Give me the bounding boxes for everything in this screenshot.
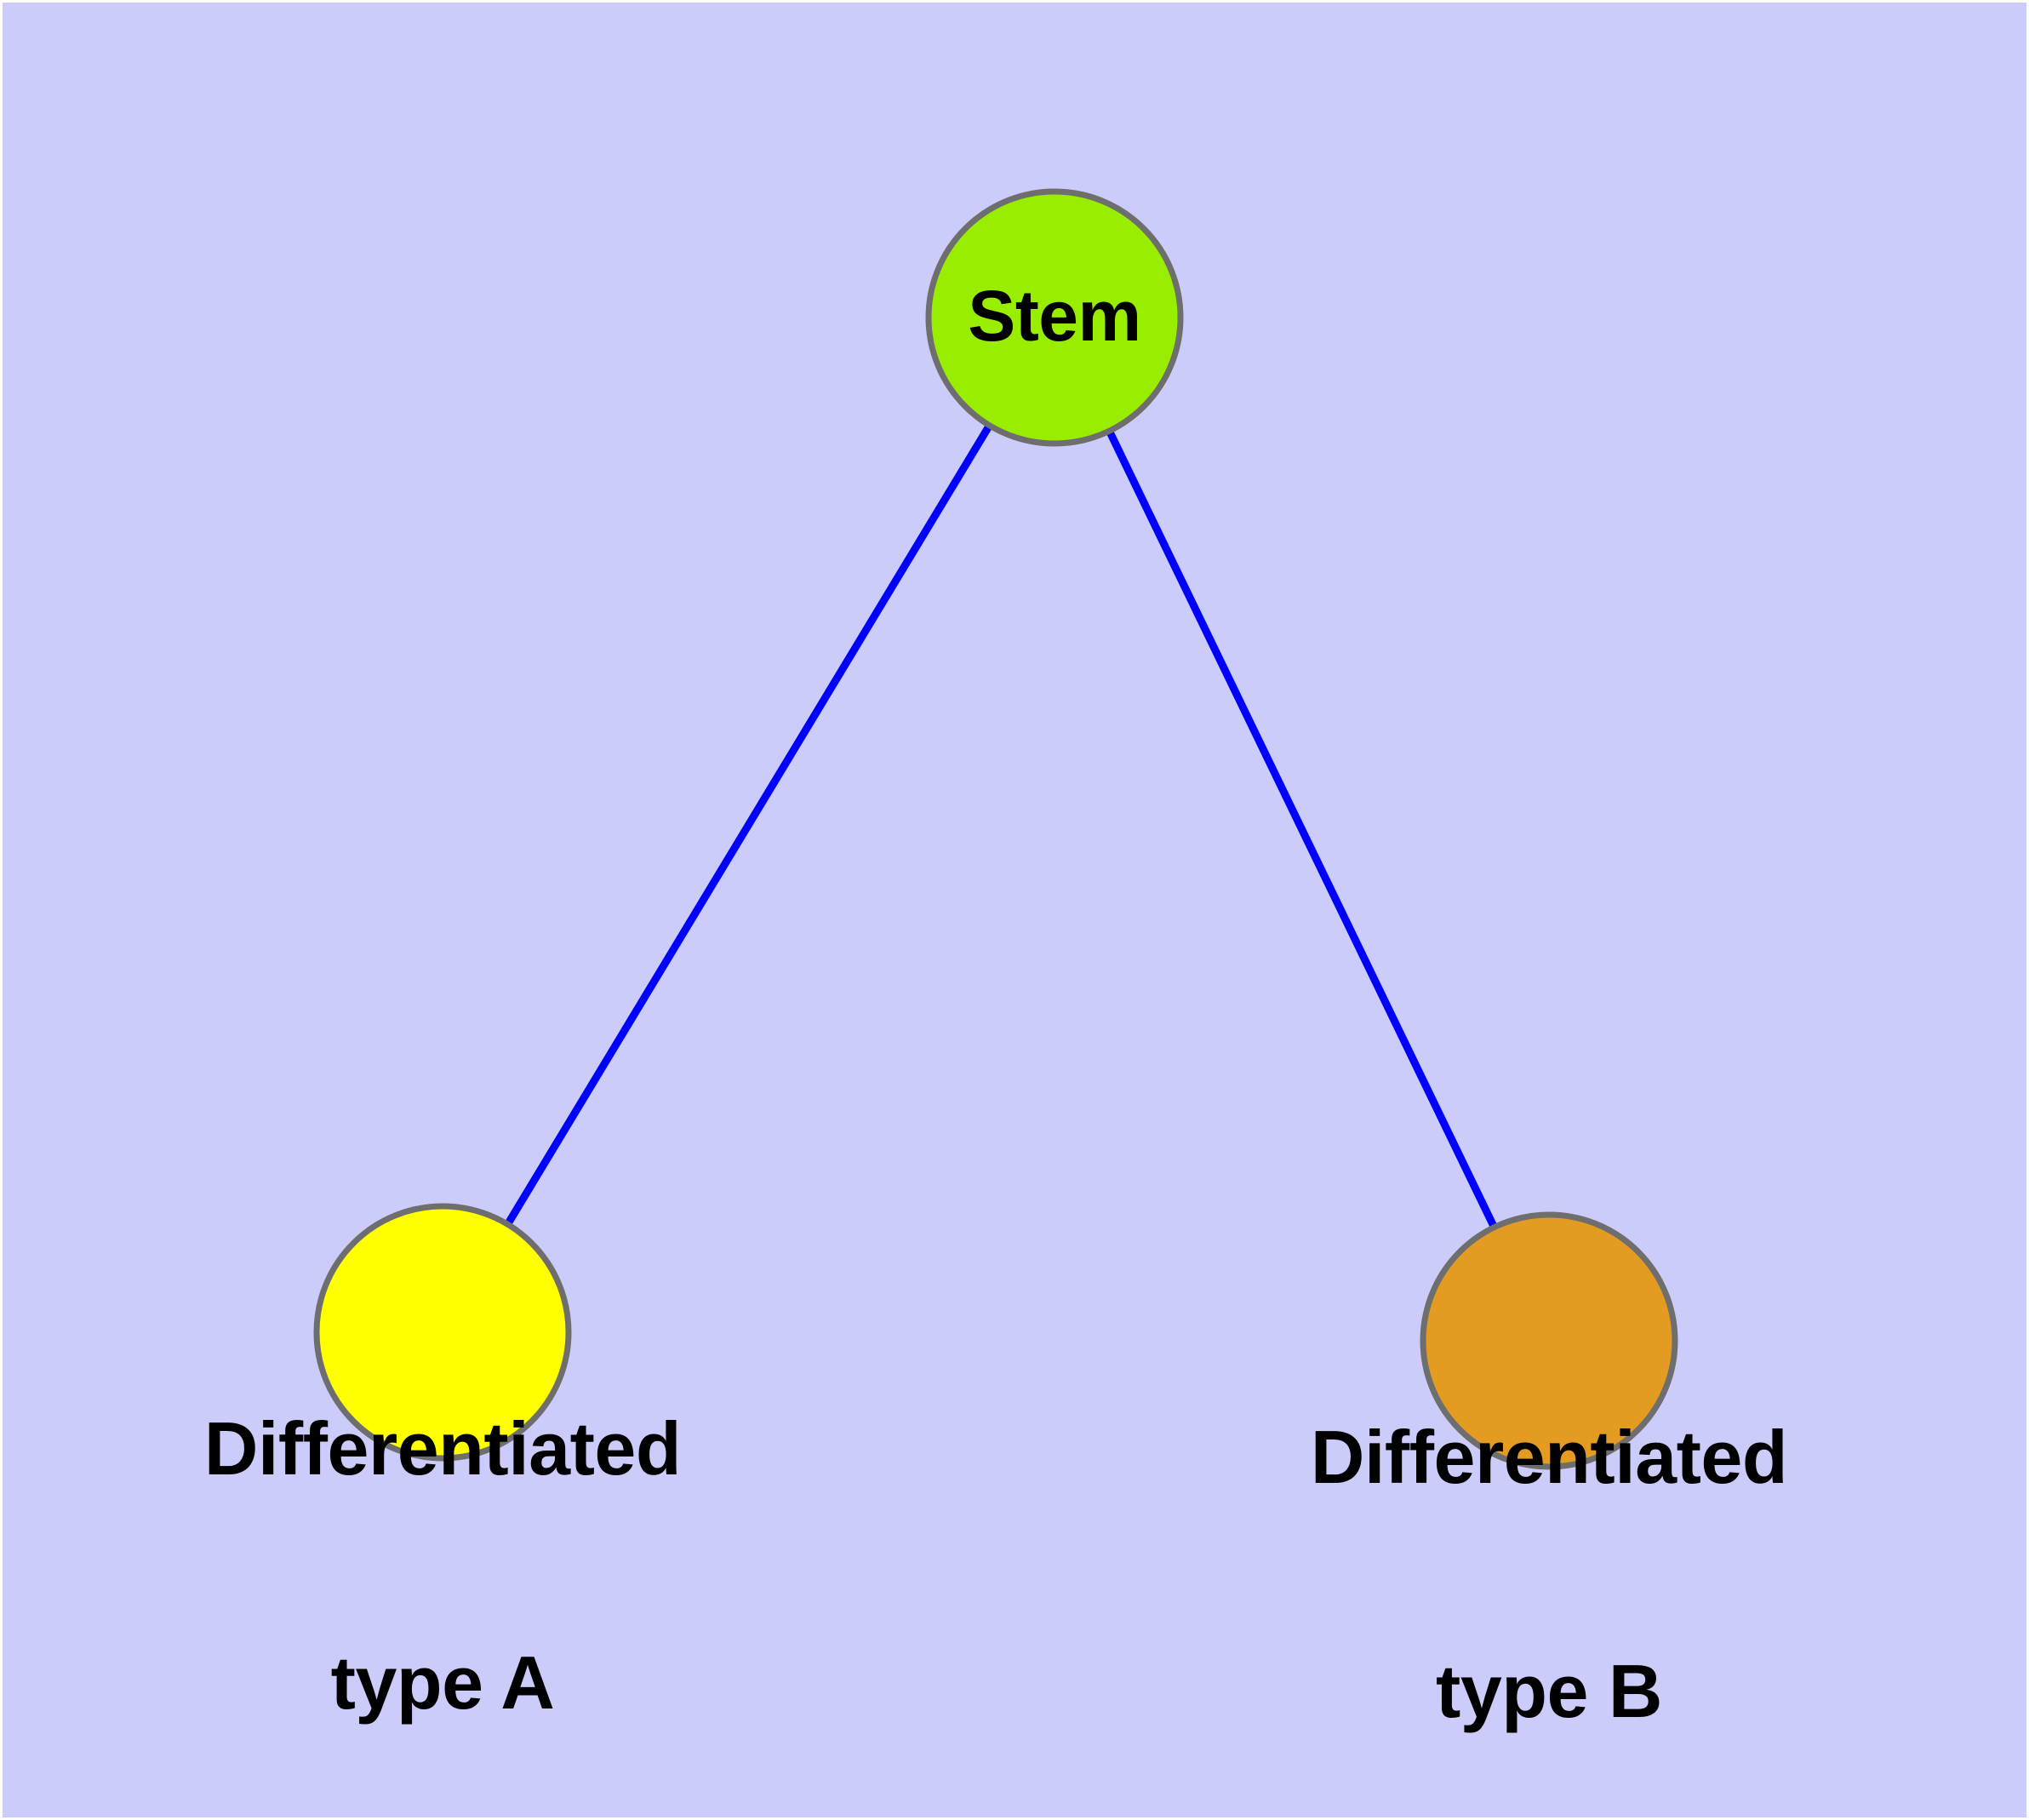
node-differentiated-type-a[interactable] [313, 1203, 572, 1462]
node-layer [313, 188, 1678, 1470]
edge-stem-to-differentiated-type-a [439, 315, 1058, 1335]
node-stem[interactable] [925, 188, 1184, 447]
node-differentiated-type-b[interactable] [1420, 1211, 1678, 1470]
edge-layer [439, 315, 1553, 1342]
edge-stem-to-differentiated-type-b [1050, 316, 1553, 1342]
